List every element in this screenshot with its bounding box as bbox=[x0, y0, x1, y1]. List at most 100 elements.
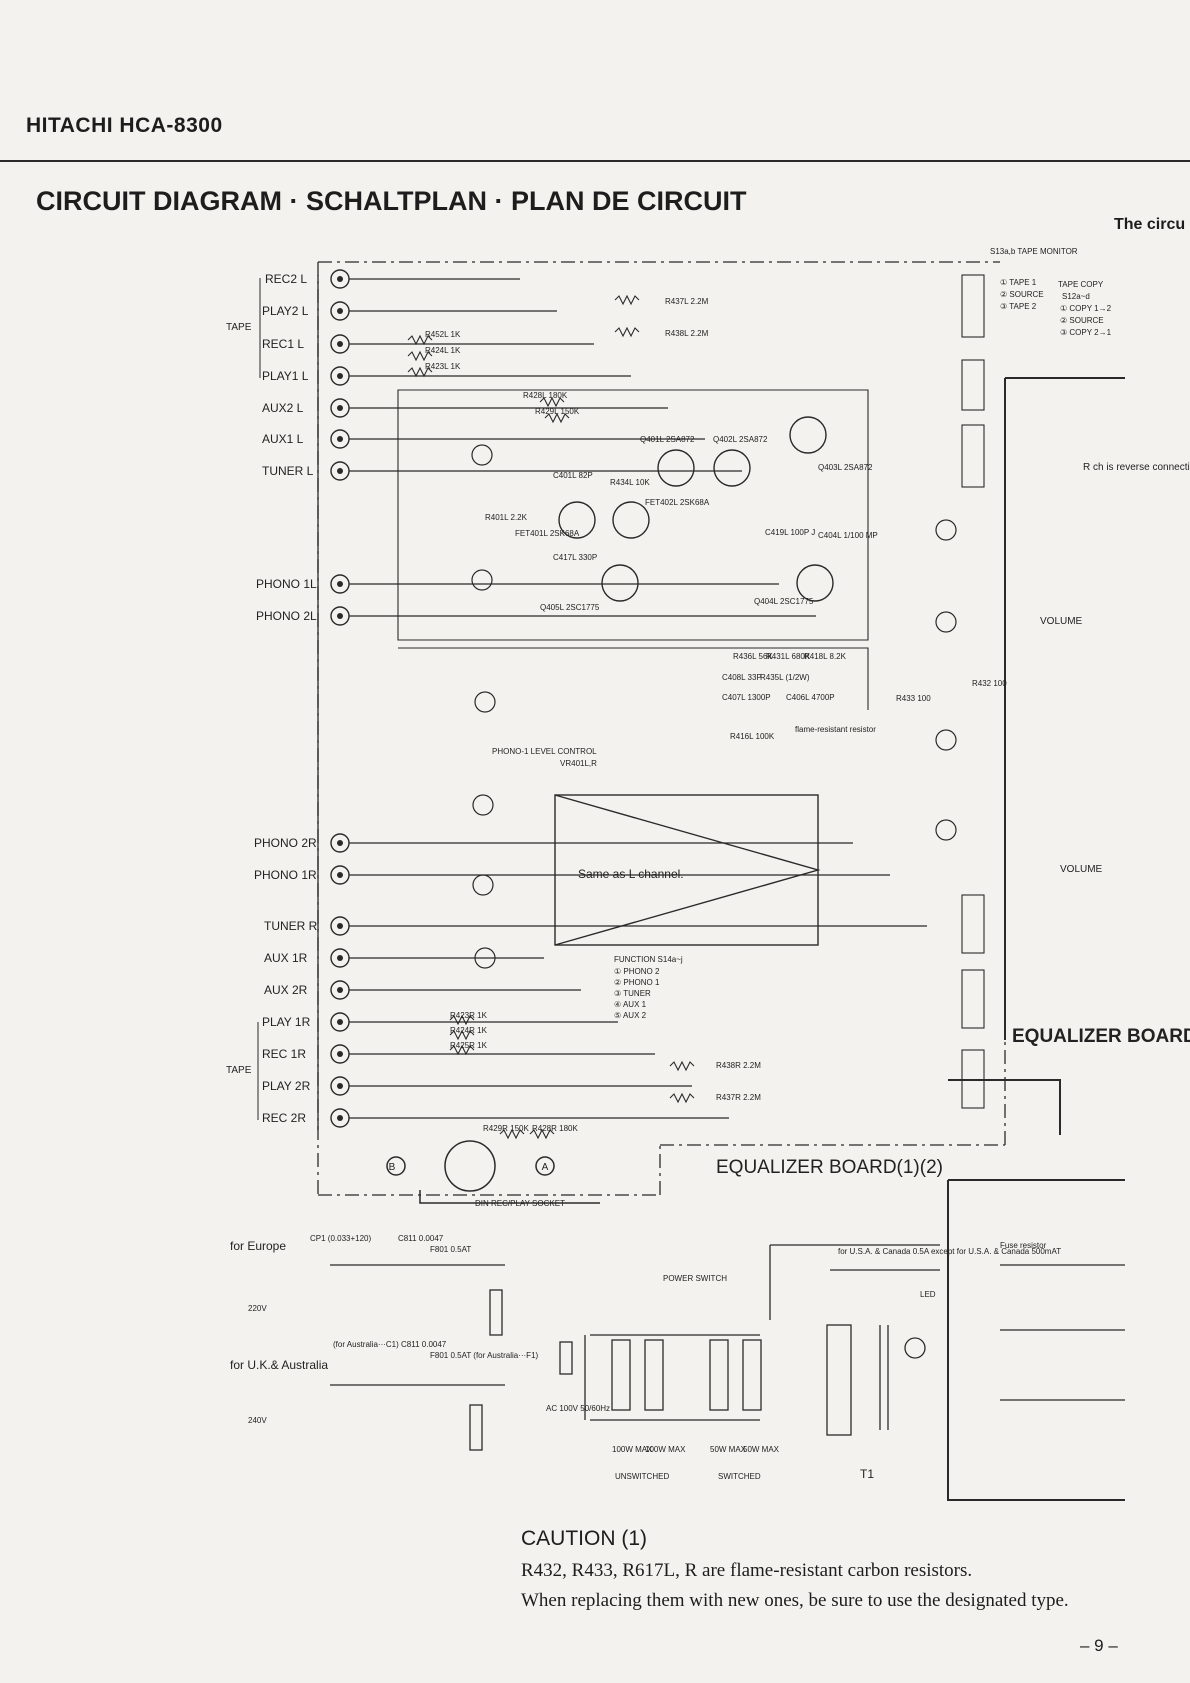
resistor-zigzag bbox=[669, 1060, 695, 1072]
caution-heading: CAUTION (1) bbox=[521, 1527, 647, 1550]
component-label: C417L 330P bbox=[553, 553, 597, 562]
resistor-label: R425R 1K bbox=[450, 1041, 488, 1050]
jack-pin bbox=[337, 373, 343, 379]
component-label: R418L 8.2K bbox=[804, 652, 847, 661]
transistor-label: Q404L 2SC1775 bbox=[754, 597, 814, 606]
outlet-label: 50W MAX bbox=[743, 1445, 780, 1454]
jack-group bbox=[330, 269, 350, 1128]
jack-pin bbox=[337, 308, 343, 314]
transistor-label: Q405L 2SC1775 bbox=[540, 603, 600, 612]
outlet-label: 50W MAX bbox=[710, 1445, 747, 1454]
resistor-zigzag bbox=[614, 326, 640, 338]
jack-pin bbox=[337, 1083, 343, 1089]
jack-label: REC2 L bbox=[265, 272, 307, 286]
resistor-label: R438R 2.2M bbox=[716, 1061, 761, 1070]
resistor-zigzag bbox=[544, 412, 570, 424]
component-label: C419L 100P J bbox=[765, 528, 815, 537]
eq-board-12-label: EQUALIZER BOARD(1)(2) bbox=[716, 1157, 943, 1178]
component-label: C407L 1300P bbox=[722, 693, 771, 702]
jack-label: TUNER R bbox=[264, 919, 318, 933]
resistor-zigzag bbox=[669, 1092, 695, 1104]
b-marker: B bbox=[389, 1162, 396, 1173]
jack-label: PHONO 1L bbox=[256, 577, 317, 591]
jack-pin bbox=[337, 987, 343, 993]
uk-voltage: 240V bbox=[248, 1416, 267, 1425]
transformer-label: T1 bbox=[860, 1467, 874, 1481]
tape-copy-option: ② SOURCE bbox=[1060, 316, 1104, 325]
page-number: – 9 – bbox=[1080, 1636, 1118, 1655]
fuse-resistor-label: Fuse resistor bbox=[1000, 1241, 1047, 1250]
power-switch-label: POWER SWITCH bbox=[663, 1274, 727, 1283]
transistor-label: Q403L 2SA872 bbox=[818, 463, 873, 472]
jack-circle bbox=[330, 865, 350, 885]
function-option: ② PHONO 1 bbox=[614, 978, 660, 987]
resistor-zigzag bbox=[614, 294, 640, 306]
resistor-label: R437R 2.2M bbox=[716, 1093, 761, 1102]
jack-label: REC1 L bbox=[262, 337, 304, 351]
jack-pin bbox=[337, 955, 343, 961]
jack-label: AUX 1R bbox=[264, 951, 308, 965]
tape-copy-sub: S12a~d bbox=[1062, 292, 1090, 301]
unswitched-label: UNSWITCHED bbox=[615, 1472, 669, 1481]
header-rule bbox=[0, 160, 1190, 162]
phono-level-label: PHONO-1 LEVEL CONTROL bbox=[492, 747, 597, 756]
outlet-label: 100W MAX bbox=[612, 1445, 653, 1454]
resistor-label: R429R 150K bbox=[483, 1124, 529, 1133]
jack-circle bbox=[330, 1012, 350, 1032]
jack-circle bbox=[330, 366, 350, 386]
resistor-label: R429L 150K bbox=[535, 407, 580, 416]
component-label: R416L 100K bbox=[730, 732, 775, 741]
component-label: C404L 1/100 MP bbox=[818, 531, 878, 540]
jack-pin bbox=[337, 923, 343, 929]
usa-note: for U.S.A. & Canada 0.5A except for U.S.… bbox=[838, 1247, 1061, 1256]
jack-label: AUX2 L bbox=[262, 401, 304, 415]
jack-pin bbox=[337, 341, 343, 347]
jack-label: PLAY2 L bbox=[262, 304, 309, 318]
volume-label: VOLUME bbox=[1060, 864, 1103, 875]
resistor-label: R423L 1K bbox=[425, 362, 461, 371]
resistor-zigzag bbox=[449, 1014, 475, 1026]
jack-label: AUX 2R bbox=[264, 983, 308, 997]
component-label: R431L 680K bbox=[766, 652, 811, 661]
europe-c811: C811 0.0047 bbox=[398, 1234, 444, 1243]
page-title: CIRCUIT DIAGRAM · SCHALTPLAN · PLAN DE C… bbox=[36, 186, 747, 216]
jack-pin bbox=[337, 468, 343, 474]
jack-circle bbox=[330, 269, 350, 289]
jack-circle bbox=[330, 334, 350, 354]
jack-pin bbox=[337, 613, 343, 619]
caution-line: When replacing them with new ones, be su… bbox=[521, 1590, 1069, 1611]
resistor-label: R438L 2.2M bbox=[665, 329, 709, 338]
tape-copy-option: ③ COPY 2→1 bbox=[1060, 328, 1112, 337]
jack-pin bbox=[337, 840, 343, 846]
resistor-label: R424L 1K bbox=[425, 346, 461, 355]
jack-pin bbox=[337, 405, 343, 411]
tape-monitor-option: ② SOURCE bbox=[1000, 290, 1044, 299]
component-label: R435L (1/2W) bbox=[760, 673, 810, 682]
resistor-label: R428R 180K bbox=[532, 1124, 578, 1133]
resistor-label: R424R 1K bbox=[450, 1026, 488, 1035]
outlet-label: 100W MAX bbox=[645, 1445, 686, 1454]
tape-copy-option: ① COPY 1→2 bbox=[1060, 304, 1112, 313]
tape-monitor-option: ③ TAPE 2 bbox=[1000, 302, 1037, 311]
jack-label: PHONO 1R bbox=[254, 868, 317, 882]
tape-monitor-title: S13a,b TAPE MONITOR bbox=[990, 247, 1078, 256]
uk-fuse: F801 0.5AT (for Australia···F1) bbox=[430, 1351, 539, 1360]
jack-label: PLAY1 L bbox=[262, 369, 309, 383]
europe-fuse: F801 0.5AT bbox=[430, 1245, 471, 1254]
jack-circle bbox=[330, 429, 350, 449]
component-label: R436L 56K bbox=[733, 652, 773, 661]
volume-label: VOLUME bbox=[1040, 616, 1083, 627]
jack-circle bbox=[330, 461, 350, 481]
switched-label: SWITCHED bbox=[718, 1472, 761, 1481]
tape-group-label: TAPE bbox=[226, 322, 252, 333]
resistor-label: R437L 2.2M bbox=[665, 297, 709, 306]
transistor-label: Q401L 2SA872 bbox=[640, 435, 695, 444]
tape-group-label: TAPE bbox=[226, 1065, 252, 1076]
resistor-zigzag bbox=[539, 396, 565, 408]
jack-circle bbox=[330, 574, 350, 594]
component-label: R433 100 bbox=[896, 694, 931, 703]
tape-monitor-option: ① TAPE 1 bbox=[1000, 278, 1037, 287]
europe-cap: CP1 (0.033+120) bbox=[310, 1234, 371, 1243]
jack-pin bbox=[337, 872, 343, 878]
